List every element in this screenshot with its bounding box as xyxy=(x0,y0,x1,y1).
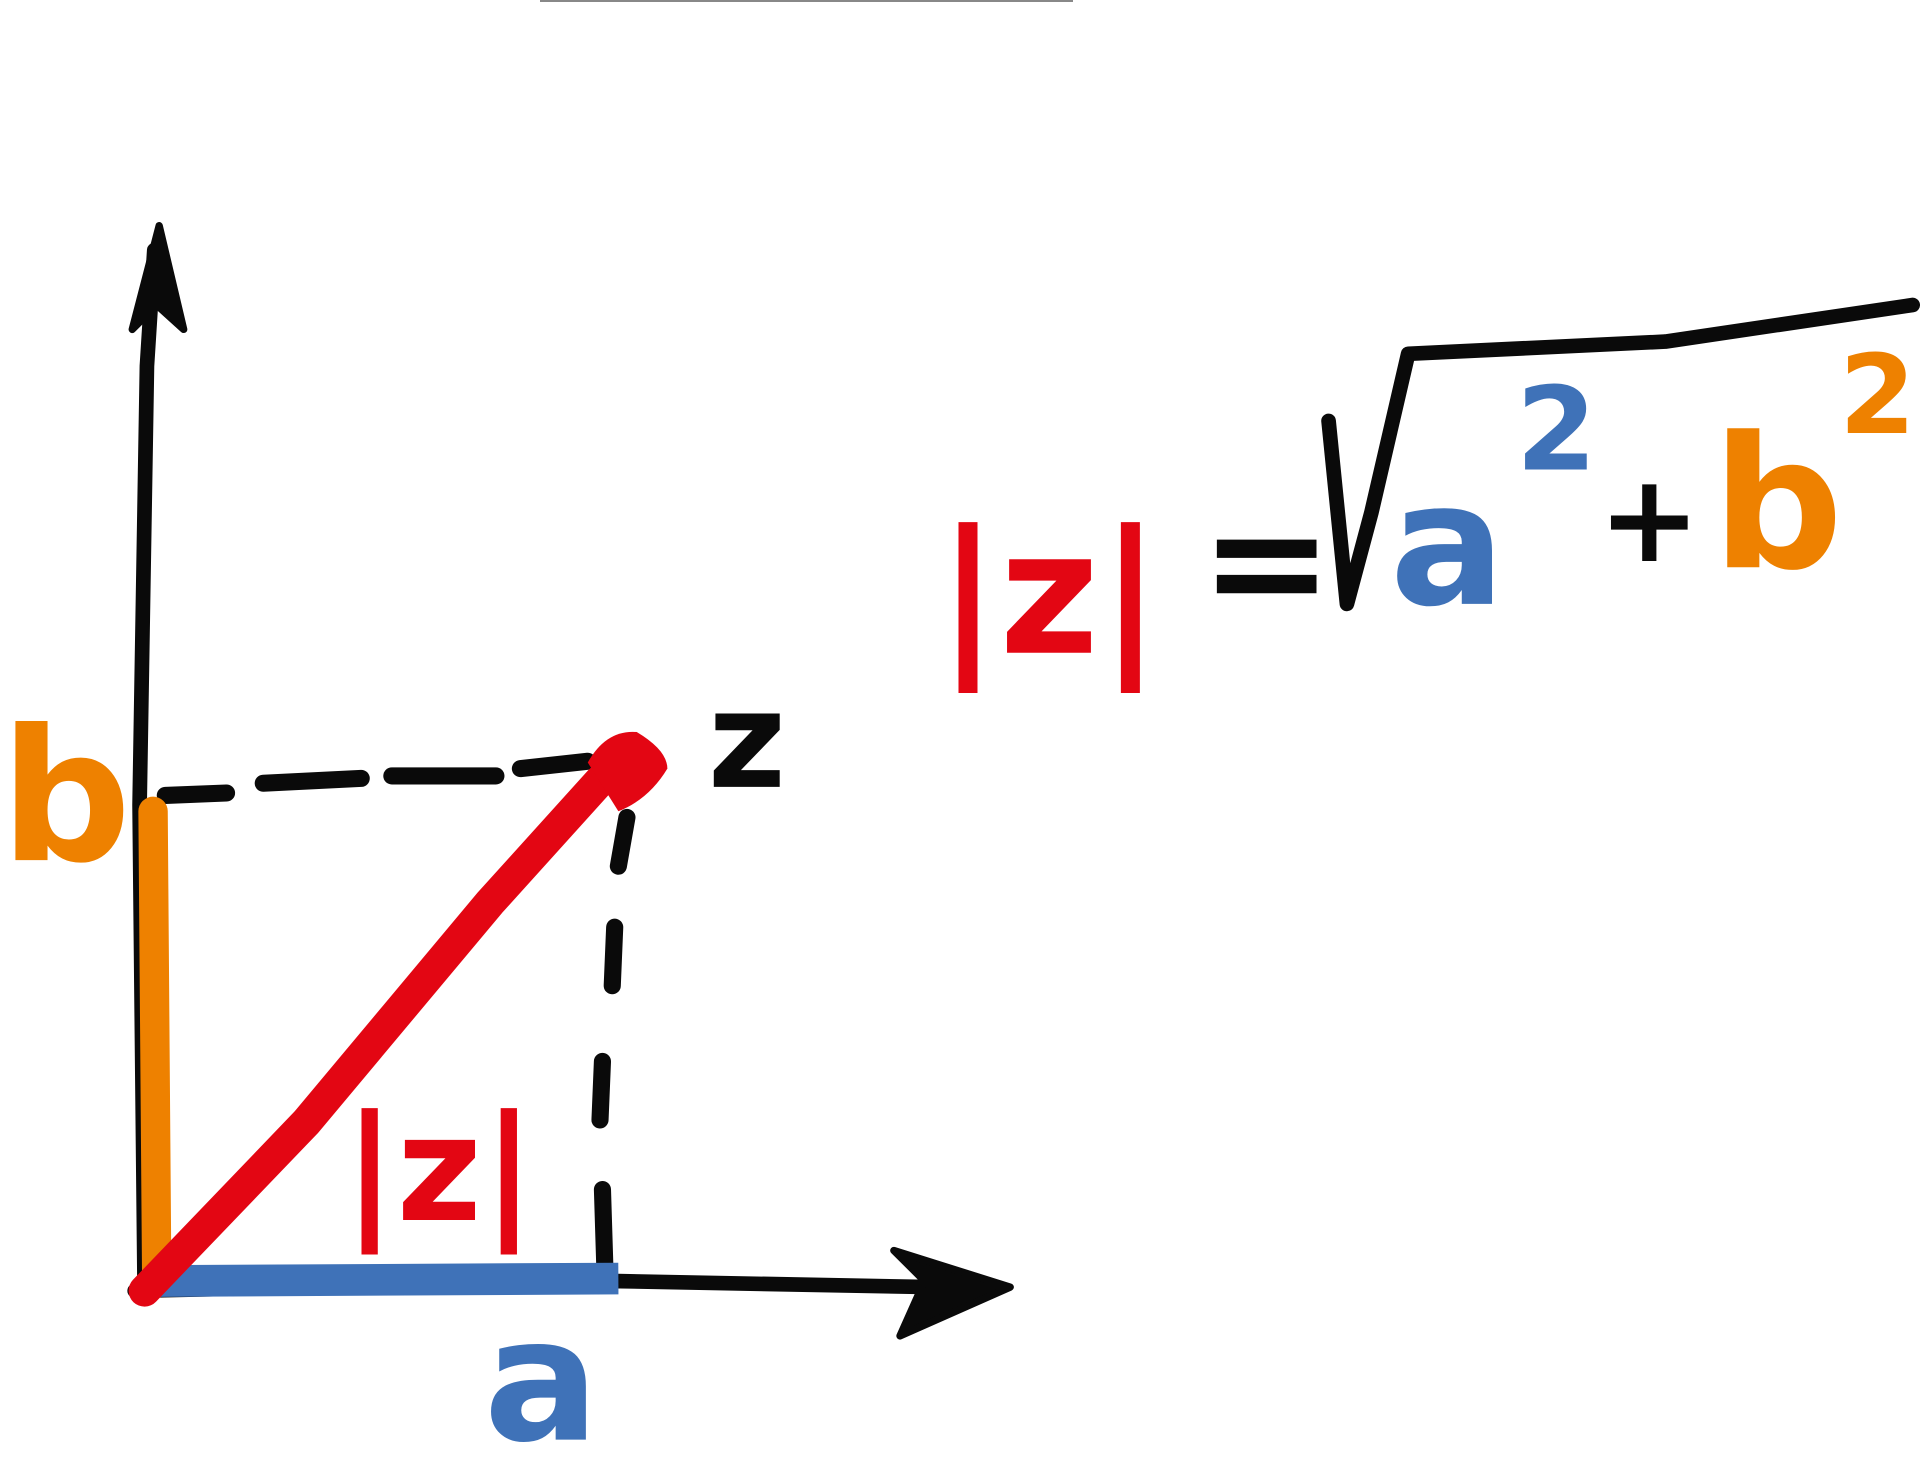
imag-part-label: b xyxy=(0,691,131,904)
formula-a-exponent: 2 xyxy=(1516,363,1597,498)
formula-plus: + xyxy=(1598,448,1701,590)
imaginary-part-segment xyxy=(138,796,172,1294)
formula-a: a xyxy=(1390,446,1506,645)
real-part-label: a xyxy=(484,1282,600,1464)
modulus-vector xyxy=(128,731,668,1307)
formula-b-exponent: 2 xyxy=(1839,331,1916,459)
top-divider-line xyxy=(540,0,1073,2)
x-axis-arrowhead-icon xyxy=(890,1246,1014,1340)
real-part-segment xyxy=(159,1262,619,1297)
point-z-label: z xyxy=(708,662,786,819)
modulus-label: |z| xyxy=(343,1084,536,1255)
vertical-projection-dashes xyxy=(591,808,636,1278)
horizontal-projection-dashes xyxy=(156,752,597,804)
vector-head-icon xyxy=(587,731,668,812)
y-axis-arrowhead-icon xyxy=(128,222,188,334)
formula-equals: = xyxy=(1200,470,1333,654)
square-root-icon xyxy=(1321,297,1920,612)
modulus-formula: |z| = a 2 + b 2 xyxy=(937,297,1920,694)
formula-lhs: |z| xyxy=(937,495,1162,694)
formula-b: b xyxy=(1712,399,1843,612)
